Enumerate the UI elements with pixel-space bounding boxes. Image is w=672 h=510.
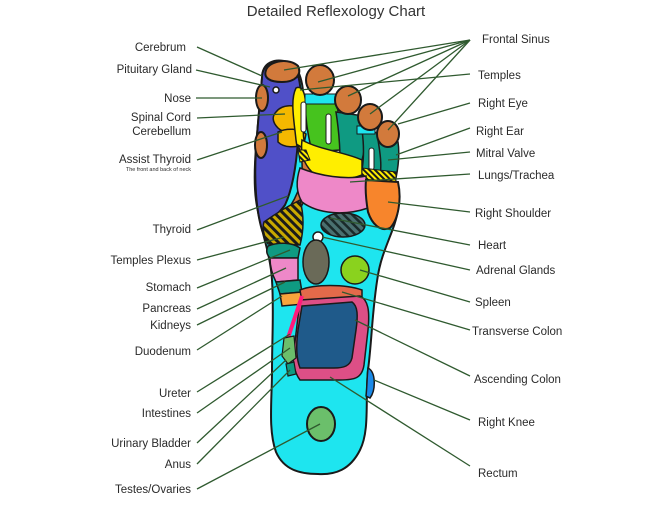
label-cerebrum: Cerebrum — [135, 42, 186, 54]
anus-zone — [285, 361, 297, 377]
toe2-gap — [300, 101, 307, 133]
label-assist-thyroid: Assist Thyroid — [119, 154, 191, 166]
label-right-shoulder: Right Shoulder — [475, 208, 551, 220]
heart-hatch-zone — [320, 212, 366, 238]
testes-ovaries-zone — [306, 406, 336, 442]
label-temples-plexus: Temples Plexus — [110, 255, 191, 267]
toe2-gap2 — [325, 113, 332, 145]
label-heart: Heart — [478, 240, 507, 252]
thyroid-hatch-zone — [262, 198, 304, 246]
label-transverse-colon: Transverse Colon — [472, 326, 562, 338]
hatch-small-left — [297, 149, 311, 163]
left-labels: Cerebrum Pituitary Gland Nose Spinal Cor… — [110, 42, 192, 496]
neck-zone — [254, 131, 268, 159]
label-urinary-bladder: Urinary Bladder — [111, 438, 191, 450]
intestines-zone — [295, 301, 358, 369]
toe3-cap — [334, 85, 362, 115]
kidney-zone — [302, 239, 330, 285]
label-anus: Anus — [165, 459, 191, 471]
label-cerebellum: Cerebellum — [132, 126, 191, 138]
label-duodenum: Duodenum — [135, 346, 191, 358]
label-rectum: Rectum — [478, 468, 518, 480]
toe2-cap — [305, 64, 335, 96]
big-toe-cap — [264, 60, 301, 84]
label-adrenal-glands: Adrenal Glands — [476, 265, 556, 277]
label-thyroid: Thyroid — [153, 224, 191, 236]
label-mitral-valve: Mitral Valve — [476, 148, 535, 160]
toe5-cap — [376, 120, 400, 148]
label-assist-thyroid-note: The front and back of neck — [126, 167, 191, 173]
label-stomach: Stomach — [146, 282, 191, 294]
label-frontal-sinus: Frontal Sinus — [482, 34, 550, 46]
right-labels: Frontal Sinus Temples Right Eye Right Ea… — [472, 34, 562, 480]
label-right-ear: Right Ear — [476, 126, 524, 138]
label-ureter: Ureter — [159, 388, 191, 400]
toe4-cap — [357, 103, 383, 131]
pituitary-dot — [272, 86, 280, 94]
label-nose: Nose — [164, 93, 191, 105]
label-right-eye: Right Eye — [478, 98, 528, 110]
temples-plexus-zone — [265, 242, 301, 259]
label-spleen: Spleen — [475, 297, 511, 309]
toe4-gap — [368, 147, 375, 171]
label-pituitary-gland: Pituitary Gland — [117, 64, 192, 76]
stomach-zone — [269, 257, 299, 283]
right-knee-zone — [365, 366, 375, 399]
label-spinal-cord: Spinal Cord — [131, 112, 191, 124]
chart-title: Detailed Reflexology Chart — [246, 3, 426, 20]
label-kidneys: Kidneys — [150, 320, 191, 332]
label-lungs-trachea: Lungs/Trachea — [478, 170, 555, 182]
label-pancreas: Pancreas — [142, 303, 191, 315]
label-right-knee: Right Knee — [478, 417, 535, 429]
label-intestines: Intestines — [142, 408, 191, 420]
label-temples: Temples — [478, 70, 521, 82]
label-ascending-colon: Ascending Colon — [474, 374, 561, 386]
spleen-zone — [340, 255, 370, 285]
leader-lines — [195, 39, 471, 490]
label-testes-ovaries: Testes/Ovaries — [115, 484, 191, 496]
ureter-zone — [286, 295, 304, 339]
